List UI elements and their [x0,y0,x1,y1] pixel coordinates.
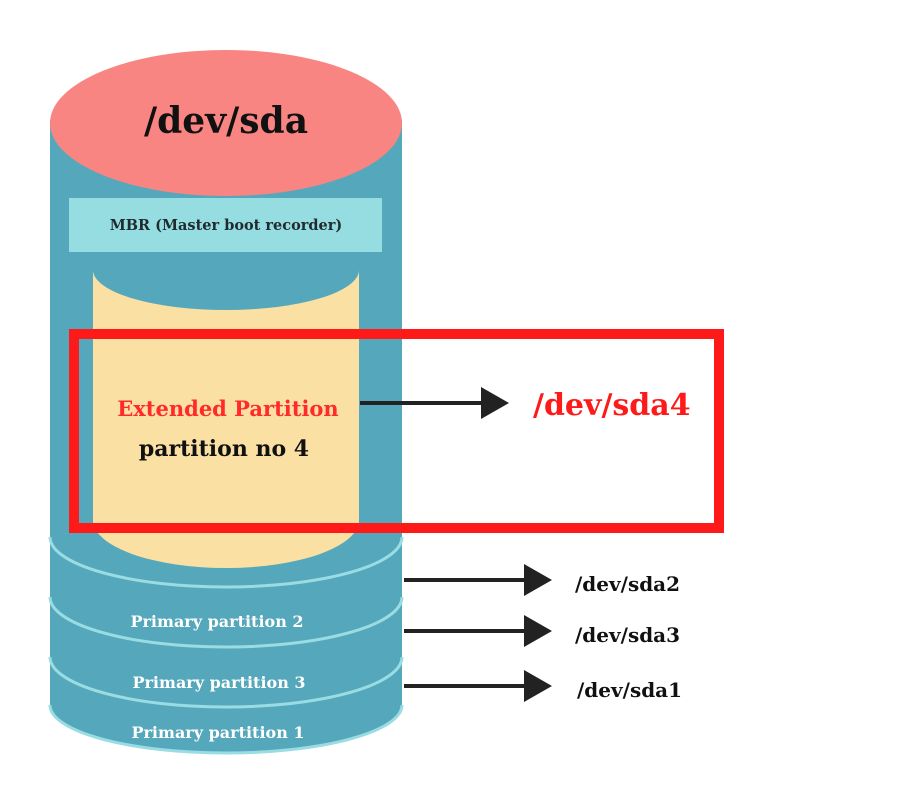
mbr-band [69,198,382,252]
partition-separator-3 [48,656,404,709]
primary-partition-2-label: Primary partition 2 [130,612,303,631]
device-sda1: /dev/sda1 [577,678,682,702]
disk-top [50,50,402,196]
disk-cylinder [48,50,404,755]
partition-separator-1 [48,536,404,589]
mbr-label: MBR (Master boot recorder) [110,217,343,234]
disk-base-edge [48,704,404,755]
extended-cylinder [93,265,359,568]
extended-cylinder-top [93,265,359,310]
device-sda3: /dev/sda3 [575,623,680,647]
extended-subtitle: partition no 4 [139,436,309,462]
primary-partition-3-label: Primary partition 3 [132,673,305,692]
device-sda2: /dev/sda2 [575,572,680,596]
highlight-box [69,329,724,533]
extended-title: Extended Partition [117,396,338,421]
disk-name: /dev/sda [144,100,308,142]
extended-device: /dev/sda4 [533,388,691,423]
primary-partition-1-label: Primary partition 1 [131,723,304,742]
partition-separator-2 [48,596,404,649]
